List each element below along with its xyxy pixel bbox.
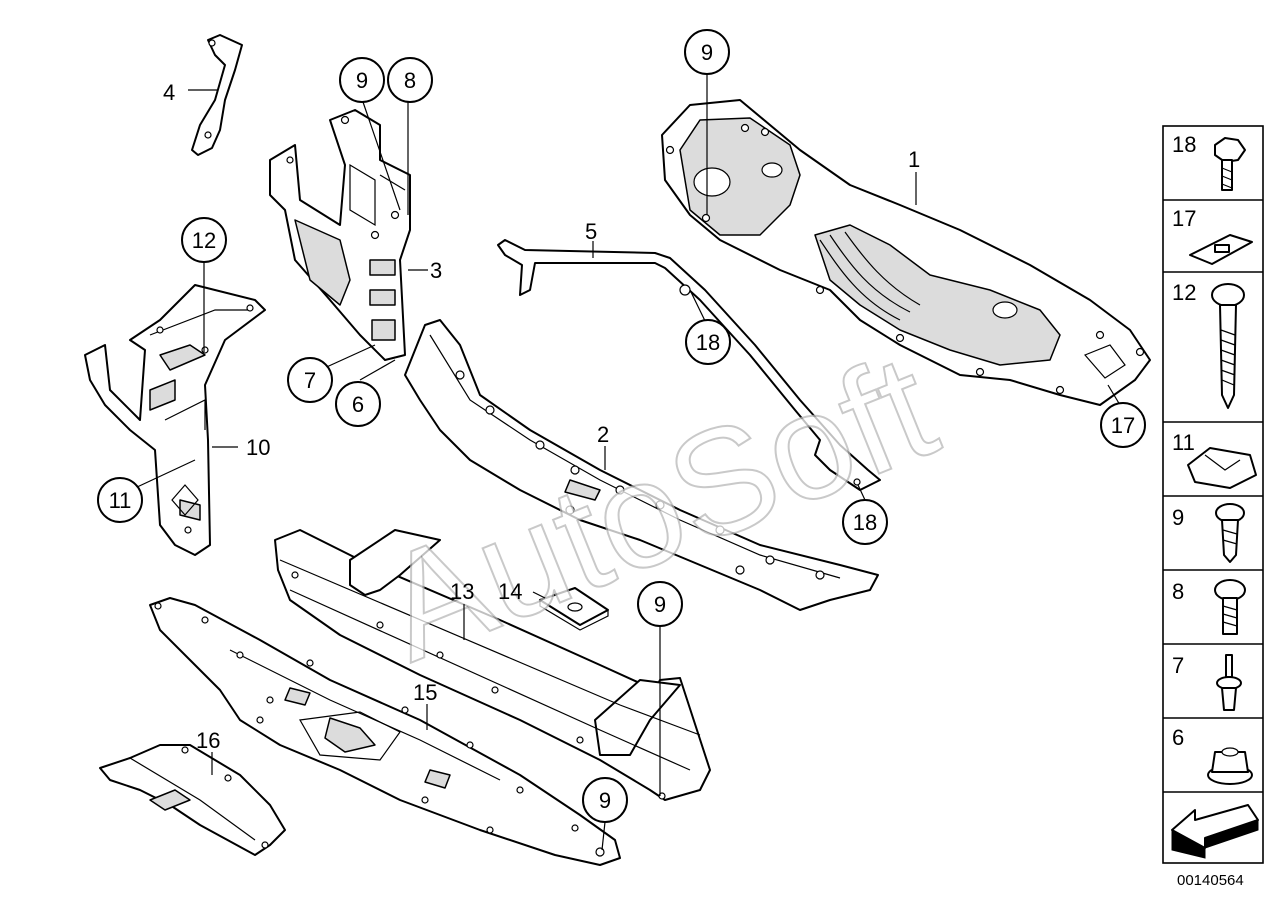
callout-label-6[interactable]: 6: [335, 381, 381, 427]
part-3-bracket[interactable]: [269, 109, 411, 361]
callout-label-16: 16: [196, 728, 220, 753]
catalog-number: 00140564: [1177, 872, 1244, 889]
torx-bolt-icon: [1214, 579, 1246, 635]
sidebar-item-6[interactable]: 6: [1172, 725, 1253, 785]
callout-label-10: 10: [246, 435, 270, 460]
callout-label-18-upper[interactable]: 18: [685, 319, 731, 365]
svg-text:6: 6: [1172, 725, 1184, 750]
hex-flange-bolt-icon: [1214, 137, 1246, 191]
callout-label-9-upper-left[interactable]: 9: [339, 57, 385, 103]
svg-text:13: 13: [450, 579, 474, 604]
svg-text:12: 12: [1172, 280, 1196, 305]
svg-text:3: 3: [430, 258, 442, 283]
fastener-sidebar: [1162, 125, 1264, 864]
callout-label-2: 2: [597, 422, 609, 447]
part-2-support-bracket[interactable]: [404, 319, 879, 611]
callout-label-9-mid[interactable]: 9: [637, 581, 683, 627]
callout-label-18-lower[interactable]: 18: [842, 499, 888, 545]
svg-text:4: 4: [163, 80, 175, 105]
svg-text:9: 9: [701, 40, 713, 65]
svg-text:5: 5: [585, 219, 597, 244]
svg-text:17: 17: [1111, 413, 1135, 438]
svg-text:18: 18: [853, 510, 877, 535]
leader-lines: [134, 72, 1124, 851]
callout-label-9-top[interactable]: 9: [684, 29, 730, 75]
blind-rivet-icon: [1216, 654, 1242, 711]
sidebar-item-9[interactable]: 9: [1172, 503, 1245, 563]
part-15-lower-plate[interactable]: [149, 597, 621, 866]
svg-text:2: 2: [597, 422, 609, 447]
callout-label-11[interactable]: 11: [97, 477, 143, 523]
callout-label-5: 5: [585, 219, 597, 244]
sidebar-item-11[interactable]: 11: [1172, 430, 1257, 489]
sidebar-item-17[interactable]: 17: [1172, 206, 1253, 265]
svg-text:12: 12: [192, 228, 216, 253]
svg-text:11: 11: [109, 488, 132, 513]
part-16-lower-bracket[interactable]: [99, 744, 286, 856]
svg-text:1: 1: [908, 147, 920, 172]
callout-label-3: 3: [430, 258, 442, 283]
callout-label-14: 14: [498, 579, 522, 604]
svg-text:11: 11: [1172, 430, 1195, 455]
long-screw-icon: [1211, 283, 1245, 409]
svg-text:15: 15: [413, 680, 437, 705]
callout-label-9-bottom[interactable]: 9: [582, 777, 628, 823]
svg-text:8: 8: [404, 68, 416, 93]
svg-text:10: 10: [246, 435, 270, 460]
callout-label-1: 1: [908, 147, 920, 172]
callout-label-13: 13: [450, 579, 474, 604]
sidebar-item-18[interactable]: 18: [1172, 132, 1246, 191]
svg-text:9: 9: [599, 788, 611, 813]
callout-label-4: 4: [163, 80, 175, 105]
svg-text:6: 6: [352, 392, 364, 417]
callout-label-15: 15: [413, 680, 437, 705]
part-1-upper-cover[interactable]: [661, 99, 1151, 406]
svg-text:9: 9: [1172, 505, 1184, 530]
clip-nut-icon: [1189, 234, 1253, 265]
svg-text:7: 7: [304, 368, 316, 393]
callout-label-17[interactable]: 17: [1100, 402, 1146, 448]
callout-label-7[interactable]: 7: [287, 357, 333, 403]
svg-text:9: 9: [356, 68, 368, 93]
sidebar-item-7[interactable]: 7: [1172, 653, 1242, 711]
part-14-clip[interactable]: [539, 587, 609, 631]
part-5-strut[interactable]: [497, 239, 881, 491]
svg-text:8: 8: [1172, 579, 1184, 604]
svg-text:7: 7: [1172, 653, 1184, 678]
part-13-cross-beam[interactable]: [274, 529, 711, 801]
part-4-small-bracket[interactable]: [191, 34, 243, 156]
svg-text:18: 18: [1172, 132, 1196, 157]
svg-text:17: 17: [1172, 206, 1196, 231]
svg-text:16: 16: [196, 728, 220, 753]
sidebar-item-8[interactable]: 8: [1172, 579, 1246, 635]
callout-label-12[interactable]: 12: [181, 217, 227, 263]
callout-label-8[interactable]: 8: [387, 57, 433, 103]
svg-text:14: 14: [498, 579, 522, 604]
direction-arrow-icon: [1171, 804, 1259, 859]
svg-text:9: 9: [654, 592, 666, 617]
sidebar-item-12[interactable]: 12: [1172, 280, 1245, 409]
svg-text:18: 18: [696, 330, 720, 355]
spring-clip-icon: [1187, 447, 1257, 489]
part-10-left-bracket[interactable]: [84, 284, 266, 556]
expanding-rivet-icon: [1215, 503, 1245, 563]
flange-nut-icon: [1207, 747, 1253, 785]
